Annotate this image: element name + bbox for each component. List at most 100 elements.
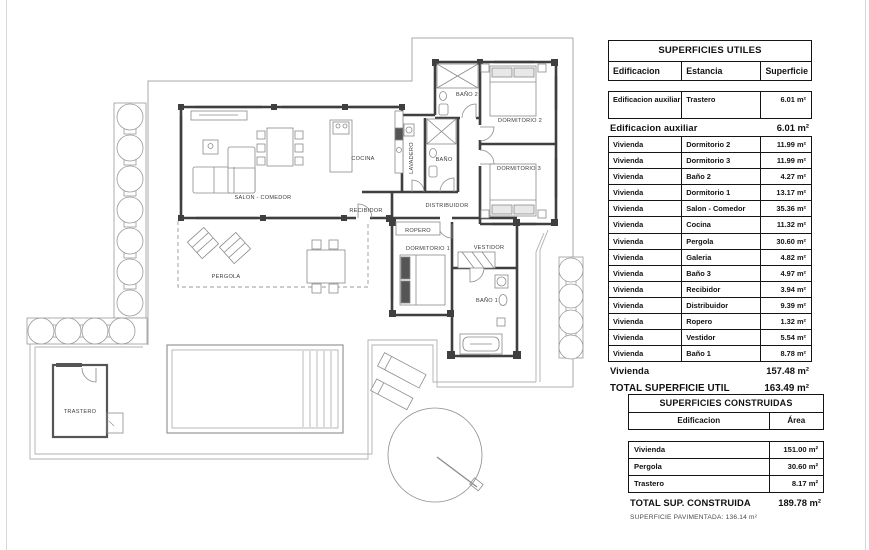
total-row: TOTAL SUP. CONSTRUIDA 189.78 m² bbox=[628, 493, 824, 512]
table-cell: Vivienda bbox=[609, 201, 683, 217]
room-label: DORMITORIO 2 bbox=[498, 118, 542, 124]
table-cell: 5.54 m² bbox=[780, 333, 806, 343]
bed-dormitorio2 bbox=[480, 63, 547, 117]
table-cell: 4.27 m² bbox=[780, 172, 806, 182]
front-door-arc bbox=[357, 203, 373, 219]
sink-bano bbox=[429, 148, 437, 158]
floor-plan: SALON - COMEDORCOCINARECIBIDORLAVADEROBA… bbox=[26, 37, 584, 503]
room-label: SALON - COMEDOR bbox=[235, 195, 292, 201]
table-title: SUPERFICIES UTILES bbox=[608, 40, 812, 62]
wall-piers bbox=[178, 59, 558, 359]
hedge-left-vertical bbox=[113, 102, 147, 319]
swimming-pool bbox=[166, 344, 344, 434]
hedge-right bbox=[558, 256, 584, 360]
table-cell: Vivienda bbox=[609, 281, 683, 297]
room-label: RECIBIDOR bbox=[349, 208, 382, 214]
table-cell: 13.17 m² bbox=[776, 188, 806, 198]
table-row: Vivienda 151.00 m² bbox=[629, 442, 823, 458]
table-cell: Vivienda bbox=[609, 249, 683, 265]
subtotal-row: Vivienda 157.48 m² bbox=[608, 362, 812, 379]
table-header: Edificacion Área bbox=[628, 413, 824, 430]
trastero-building bbox=[51, 363, 124, 439]
table-cell: 4.82 m² bbox=[780, 252, 806, 262]
column-header: Área bbox=[787, 416, 806, 425]
room-label: TRASTERO bbox=[64, 409, 97, 415]
garden-path bbox=[29, 229, 573, 460]
table-cell: Vivienda bbox=[629, 442, 770, 458]
pool-steps bbox=[302, 351, 332, 427]
column-header: Superficie bbox=[765, 66, 808, 76]
shower-bano2 bbox=[436, 63, 479, 89]
column-header: Edificacion bbox=[609, 62, 683, 80]
table-title: SUPERFICIES CONSTRUIDAS bbox=[628, 394, 824, 413]
table-cell: Vivienda bbox=[609, 185, 683, 201]
table-cell: Cocina bbox=[682, 217, 762, 233]
room-label: COCINA bbox=[351, 156, 374, 162]
table-cell: Vivienda bbox=[609, 346, 683, 362]
sheet-border-left bbox=[6, 0, 7, 550]
lounge-chair-1 bbox=[186, 226, 220, 260]
table-cell: Dormitorio 1 bbox=[682, 185, 762, 201]
table-cell: 1.32 m² bbox=[780, 317, 806, 327]
table-cell: Pergola bbox=[682, 233, 762, 249]
room-label: VESTIDOR bbox=[474, 245, 505, 251]
superficies-utiles-table: SUPERFICIES UTILES Edificacion Estancia … bbox=[608, 40, 812, 399]
shower-bano bbox=[426, 118, 457, 145]
table-cell: Edificacion auxiliar bbox=[609, 92, 683, 118]
ropero-box bbox=[395, 221, 441, 236]
row-label: Edificacion auxiliar bbox=[610, 122, 698, 133]
column-header: Edificacion bbox=[629, 413, 770, 429]
pergola-outline bbox=[177, 221, 369, 288]
table-cell: 6.01 m² bbox=[780, 94, 806, 104]
kitchen-counter bbox=[394, 110, 404, 174]
table-cell: Galeria bbox=[682, 249, 762, 265]
row-label: TOTAL SUP. CONSTRUIDA bbox=[630, 497, 751, 508]
table-cell: 30.60 m² bbox=[776, 236, 806, 246]
room-label: BAÑO bbox=[436, 156, 453, 163]
table-cell: 11.99 m² bbox=[776, 140, 806, 149]
row-label: Vivienda bbox=[610, 365, 650, 377]
row-value: 189.78 m² bbox=[778, 497, 821, 508]
outdoor-table bbox=[306, 239, 346, 294]
sun-loungers bbox=[370, 352, 427, 411]
room-label: DISTRIBUIDOR bbox=[425, 203, 468, 209]
table-cell: 151.00 m² bbox=[783, 445, 818, 454]
kitchen-island bbox=[329, 119, 353, 173]
row-value: 163.49 m² bbox=[764, 383, 809, 395]
table-cell: Dormitorio 3 bbox=[682, 153, 762, 169]
paved-area-note: SUPERFICIE PAVIMENTADA: 136.14 m² bbox=[630, 514, 758, 521]
table-cell: Salon - Comedor bbox=[682, 201, 762, 217]
round-terrace bbox=[387, 407, 484, 503]
table-cell: Baño 3 bbox=[682, 265, 762, 281]
sheet-border-right bbox=[865, 0, 866, 550]
table-cell: Vestidor bbox=[682, 330, 762, 346]
room-label: BAÑO 1 bbox=[476, 297, 498, 304]
row-value: 157.48 m² bbox=[766, 365, 809, 377]
table-cell: Vivienda bbox=[609, 217, 683, 233]
column-header: Estancia bbox=[682, 62, 762, 80]
vestidor-wardrobe bbox=[457, 251, 496, 269]
table-cell: Vivienda bbox=[609, 137, 683, 153]
toilet-bano2 bbox=[438, 103, 449, 116]
room-label: DORMITORIO 3 bbox=[497, 166, 541, 172]
dining-table bbox=[256, 127, 304, 167]
furniture-bedrooms bbox=[395, 63, 547, 306]
